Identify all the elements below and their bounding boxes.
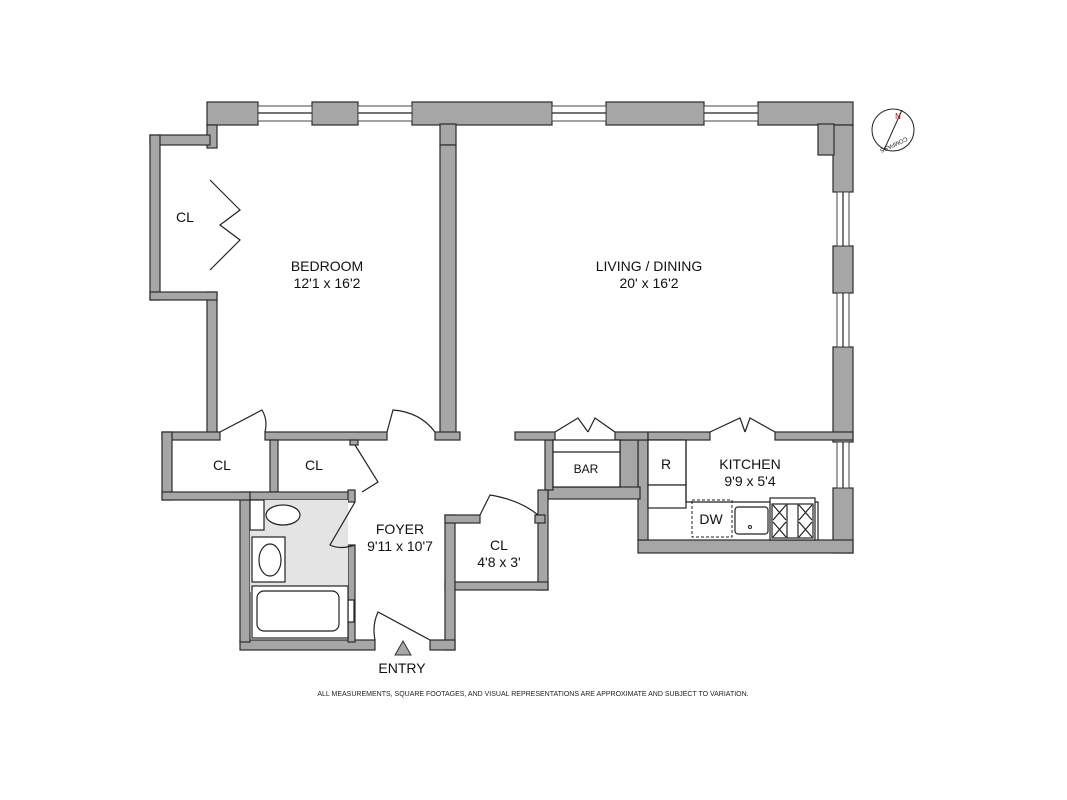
- dishwasher: [691, 499, 733, 538]
- kitchen-size: 9'9 x 5'4: [724, 473, 775, 489]
- bathtub-icon: [256, 590, 340, 632]
- entry-arrow-icon: [394, 639, 412, 656]
- compass-icon: N COMPASS: [871, 108, 915, 153]
- living-size: 20' x 16'2: [619, 275, 678, 291]
- refrigerator: [647, 439, 687, 486]
- bar-counter: [552, 439, 621, 488]
- entry-label: ENTRY: [378, 660, 426, 676]
- disclaimer: ALL MEASUREMENTS, SQUARE FOOTAGES, AND V…: [317, 691, 748, 698]
- living-name: LIVING / DINING: [596, 258, 703, 274]
- hall-closet-size: 4'8 x 3': [477, 554, 520, 570]
- foyer-name: FOYER: [376, 521, 424, 537]
- doors: [209, 179, 776, 641]
- closet-lower-left-name: CL: [213, 457, 231, 473]
- sink-icon: [258, 543, 282, 577]
- bathroom-fixtures: [249, 499, 349, 639]
- toilet-icon: [265, 504, 301, 526]
- bar-name: BAR: [574, 462, 599, 476]
- bedroom-closet-name: CL: [176, 209, 194, 225]
- bath-door-stop: [347, 599, 355, 623]
- bedroom-name: BEDROOM: [291, 258, 363, 274]
- windows: [257, 105, 850, 489]
- toilet-tank: [249, 499, 265, 531]
- exterior-walls: [206, 101, 854, 651]
- kitchen-name: KITCHEN: [719, 456, 780, 472]
- bedroom-size: 12'1 x 16'2: [294, 275, 361, 291]
- closet-lower-mid-name: CL: [305, 457, 323, 473]
- foyer-size: 9'11 x 10'7: [367, 538, 433, 554]
- kitchen-sink-icon: [734, 506, 769, 535]
- compass-north-label: N: [895, 112, 901, 121]
- hall-closet-name: CL: [490, 537, 508, 553]
- refrigerator-label: R: [661, 456, 671, 472]
- dishwasher-label: DW: [699, 511, 723, 527]
- interior-walls: [149, 124, 854, 643]
- kitchen-fixtures: [647, 439, 819, 541]
